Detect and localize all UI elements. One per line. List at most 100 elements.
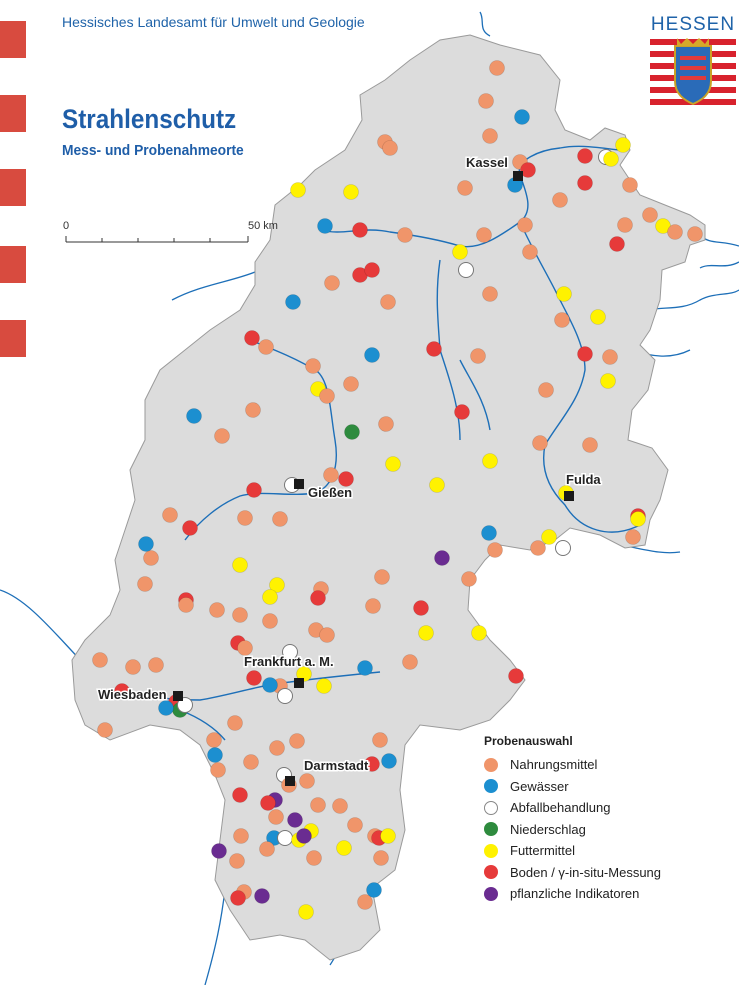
- sample-point[interactable]: [285, 294, 301, 310]
- sample-point[interactable]: [206, 732, 222, 748]
- sample-point[interactable]: [268, 809, 284, 825]
- sample-point[interactable]: [246, 482, 262, 498]
- sample-point[interactable]: [158, 700, 174, 716]
- sample-point[interactable]: [269, 577, 285, 593]
- sample-point[interactable]: [246, 670, 262, 686]
- sample-point[interactable]: [429, 477, 445, 493]
- sample-point[interactable]: [418, 625, 434, 641]
- sample-point[interactable]: [482, 286, 498, 302]
- sample-point[interactable]: [125, 659, 141, 675]
- sample-point[interactable]: [538, 382, 554, 398]
- sample-point[interactable]: [162, 507, 178, 523]
- sample-point[interactable]: [277, 688, 293, 704]
- sample-point[interactable]: [210, 762, 226, 778]
- sample-point[interactable]: [378, 416, 394, 432]
- sample-point[interactable]: [227, 715, 243, 731]
- sample-point[interactable]: [347, 817, 363, 833]
- sample-point[interactable]: [554, 312, 570, 328]
- sample-point[interactable]: [366, 882, 382, 898]
- sample-point[interactable]: [520, 162, 536, 178]
- sample-point[interactable]: [630, 511, 646, 527]
- sample-point[interactable]: [298, 904, 314, 920]
- sample-point[interactable]: [397, 227, 413, 243]
- sample-point[interactable]: [380, 828, 396, 844]
- sample-point[interactable]: [262, 613, 278, 629]
- sample-point[interactable]: [287, 812, 303, 828]
- sample-point[interactable]: [482, 128, 498, 144]
- sample-point[interactable]: [382, 140, 398, 156]
- sample-point[interactable]: [622, 177, 638, 193]
- sample-point[interactable]: [97, 722, 113, 738]
- sample-point[interactable]: [186, 408, 202, 424]
- sample-point[interactable]: [211, 843, 227, 859]
- sample-point[interactable]: [305, 358, 321, 374]
- sample-point[interactable]: [254, 888, 270, 904]
- sample-point[interactable]: [476, 227, 492, 243]
- sample-point[interactable]: [373, 850, 389, 866]
- sample-point[interactable]: [364, 262, 380, 278]
- sample-point[interactable]: [178, 597, 194, 613]
- sample-point[interactable]: [522, 244, 538, 260]
- sample-point[interactable]: [552, 192, 568, 208]
- sample-point[interactable]: [214, 428, 230, 444]
- sample-point[interactable]: [457, 180, 473, 196]
- sample-point[interactable]: [532, 435, 548, 451]
- sample-point[interactable]: [577, 346, 593, 362]
- sample-point[interactable]: [609, 236, 625, 252]
- sample-point[interactable]: [143, 550, 159, 566]
- sample-point[interactable]: [319, 388, 335, 404]
- sample-point[interactable]: [600, 373, 616, 389]
- sample-point[interactable]: [426, 341, 442, 357]
- sample-point[interactable]: [352, 222, 368, 238]
- sample-point[interactable]: [364, 347, 380, 363]
- sample-point[interactable]: [556, 286, 572, 302]
- sample-point[interactable]: [402, 654, 418, 670]
- sample-point[interactable]: [310, 590, 326, 606]
- sample-point[interactable]: [667, 224, 683, 240]
- sample-point[interactable]: [243, 754, 259, 770]
- sample-point[interactable]: [617, 217, 633, 233]
- sample-point[interactable]: [461, 571, 477, 587]
- sample-point[interactable]: [343, 184, 359, 200]
- sample-point[interactable]: [478, 93, 494, 109]
- sample-point[interactable]: [541, 529, 557, 545]
- sample-point[interactable]: [577, 148, 593, 164]
- sample-point[interactable]: [582, 437, 598, 453]
- sample-point[interactable]: [319, 627, 335, 643]
- sample-point[interactable]: [310, 797, 326, 813]
- sample-point[interactable]: [269, 740, 285, 756]
- sample-point[interactable]: [262, 589, 278, 605]
- sample-point[interactable]: [381, 753, 397, 769]
- sample-point[interactable]: [230, 890, 246, 906]
- sample-point[interactable]: [471, 625, 487, 641]
- sample-point[interactable]: [336, 840, 352, 856]
- sample-point[interactable]: [237, 640, 253, 656]
- sample-point[interactable]: [229, 853, 245, 869]
- sample-point[interactable]: [555, 540, 571, 556]
- sample-point[interactable]: [434, 550, 450, 566]
- sample-point[interactable]: [232, 607, 248, 623]
- sample-point[interactable]: [277, 830, 293, 846]
- sample-point[interactable]: [244, 330, 260, 346]
- sample-point[interactable]: [282, 644, 298, 660]
- sample-point[interactable]: [245, 402, 261, 418]
- sample-point[interactable]: [357, 894, 373, 910]
- sample-point[interactable]: [642, 207, 658, 223]
- sample-point[interactable]: [357, 660, 373, 676]
- sample-point[interactable]: [452, 244, 468, 260]
- sample-point[interactable]: [530, 540, 546, 556]
- sample-point[interactable]: [209, 602, 225, 618]
- sample-point[interactable]: [232, 557, 248, 573]
- sample-point[interactable]: [148, 657, 164, 673]
- sample-point[interactable]: [260, 795, 276, 811]
- sample-point[interactable]: [177, 697, 193, 713]
- sample-point[interactable]: [454, 404, 470, 420]
- sample-point[interactable]: [237, 510, 253, 526]
- sample-point[interactable]: [385, 456, 401, 472]
- sample-point[interactable]: [514, 109, 530, 125]
- sample-point[interactable]: [332, 798, 348, 814]
- sample-point[interactable]: [262, 677, 278, 693]
- sample-point[interactable]: [289, 733, 305, 749]
- sample-point[interactable]: [317, 218, 333, 234]
